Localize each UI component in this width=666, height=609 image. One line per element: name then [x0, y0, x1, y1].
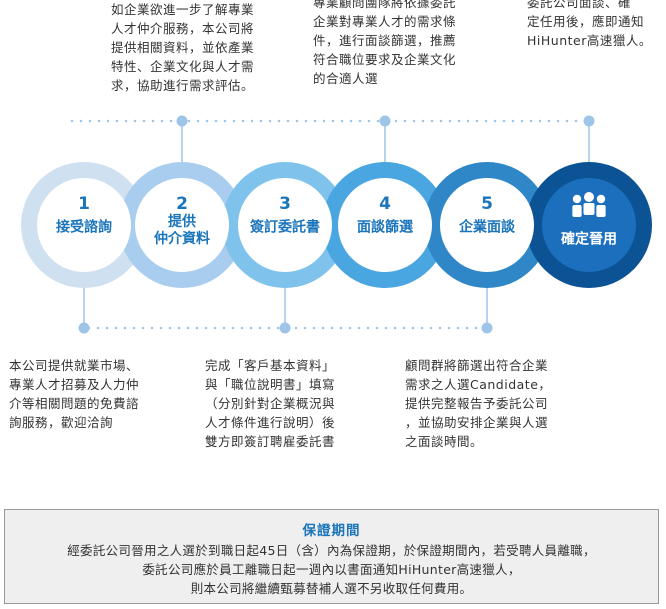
step4-inner-circle [338, 178, 432, 272]
bottom-dot-3 [481, 322, 493, 334]
step5-inner-circle [440, 178, 534, 272]
top-dot-1 [176, 115, 188, 127]
top-dot-3 [583, 115, 595, 127]
step3-label: 簽訂委託書 [250, 219, 320, 236]
step3-number: 3 [279, 194, 291, 214]
warranty-box: 保證期間 經委託公司晉用之人選於到職日起45日（含）內為保證期，於保證期間內，若… [4, 509, 659, 604]
step5-label: 企業面談 [459, 219, 515, 236]
people-group-icon [572, 192, 606, 217]
step6-label: 確定晉用 [561, 231, 617, 248]
step1-description: 本公司提供就業市場、 專業人才招募及人力仲 介等相關問題的免費諮 詢服務，歡迎洽… [9, 358, 140, 430]
bottom-dot-1 [78, 322, 90, 334]
step2-label: 提供 仲介資料 [154, 214, 210, 247]
step1-label: 接受諮詢 [56, 219, 112, 236]
warranty-body: 經委託公司晉用之人選於到職日起45日（含）內為保證期，於保證期間內，若受聘人員離… [67, 543, 596, 596]
step6-inner-circle [542, 178, 636, 272]
step3-description: 完成「客戶基本資料」 與「職位說明書」填寫 （分別針對企業概況與 人才條件進行說… [205, 358, 336, 449]
step6-description: 委託公司面談、確 定任用後，應即通知 HiHunter高速獵人。 [527, 0, 652, 48]
step4-number: 4 [379, 194, 391, 214]
step2-inner-circle [135, 178, 229, 272]
step4-label: 面談篩選 [357, 219, 413, 236]
step5-description: 顧問群將篩選出符合企業 需求之人選Candidate， 提供完整報告予委託公司 … [405, 358, 552, 449]
step1-number: 1 [78, 194, 90, 214]
step4-description: 專業顧問團隊將依據委託 企業對專業人才的需求條 件，進行面談篩選，推薦 符合職位… [313, 0, 457, 86]
process-flow-diagram [21, 115, 652, 334]
step2-number: 2 [176, 194, 188, 214]
bottom-dot-2 [279, 322, 291, 334]
top-dot-2 [379, 115, 391, 127]
warranty-title: 保證期間 [302, 523, 361, 539]
step2-description: 如企業欲進一步了解專業 人才仲介服務，本公司將 提供相關資料，並依產業 特性、企… [111, 2, 255, 93]
step1-inner-circle [37, 178, 131, 272]
step5-number: 5 [481, 194, 493, 214]
step3-inner-circle [238, 178, 332, 272]
